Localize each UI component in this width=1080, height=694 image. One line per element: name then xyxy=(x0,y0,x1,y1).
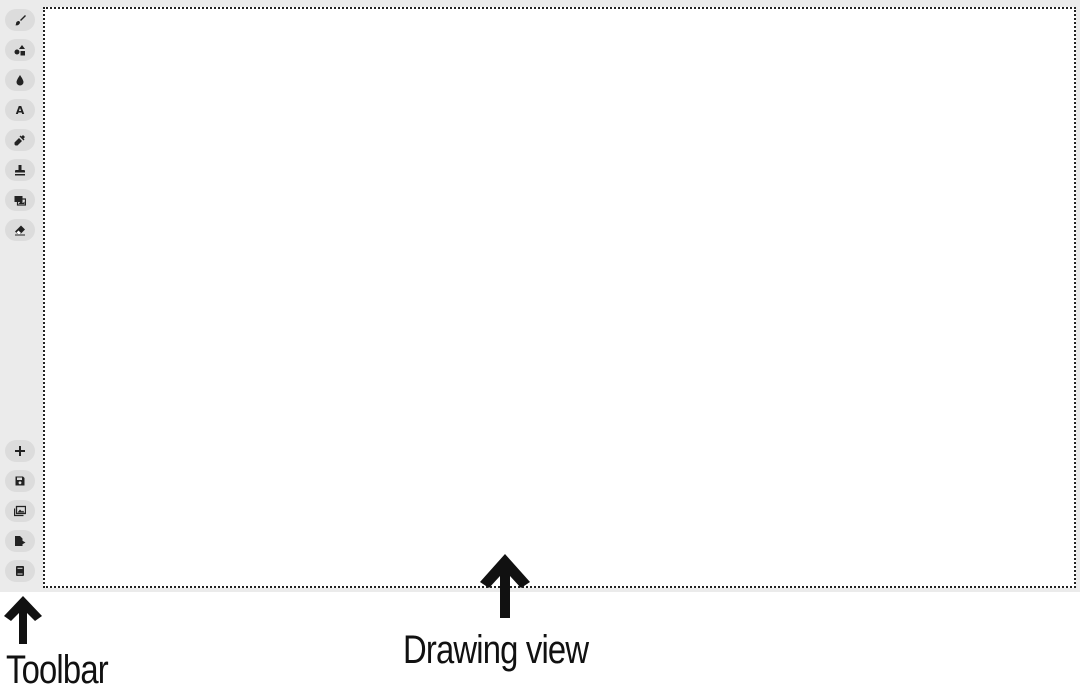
paint-app: A xyxy=(0,0,1080,592)
gallery-icon xyxy=(14,505,26,517)
drawing-view-annotation-label: Drawing view xyxy=(403,628,589,672)
export-icon xyxy=(15,536,26,546)
brush-tool-button[interactable] xyxy=(5,9,35,31)
fill-drop-icon xyxy=(16,75,24,86)
shapes-tool-button[interactable] xyxy=(5,39,35,61)
eyedropper-icon xyxy=(14,135,25,146)
eraser-icon xyxy=(15,225,25,236)
drawing-view-arrow-icon xyxy=(480,554,530,618)
eraser-tool-button[interactable] xyxy=(5,219,35,241)
plus-icon xyxy=(15,446,25,456)
drawing-canvas[interactable] xyxy=(43,7,1076,588)
brush-icon xyxy=(15,15,26,26)
toolbar: A xyxy=(0,0,40,592)
book-button[interactable] xyxy=(5,560,35,582)
text-icon: A xyxy=(15,103,25,117)
toolbar-annotation-label: Toolbar xyxy=(6,648,109,692)
save-icon xyxy=(15,476,25,486)
book-icon xyxy=(16,566,24,576)
stamp-tool-button[interactable] xyxy=(5,159,35,181)
eyedropper-tool-button[interactable] xyxy=(5,129,35,151)
image-select-icon xyxy=(14,196,26,206)
save-button[interactable] xyxy=(5,470,35,492)
toolbar-arrow-icon xyxy=(4,596,42,644)
export-button[interactable] xyxy=(5,530,35,552)
fill-tool-button[interactable] xyxy=(5,69,35,91)
image-select-tool-button[interactable] xyxy=(5,189,35,211)
new-canvas-button[interactable] xyxy=(5,440,35,462)
gallery-button[interactable] xyxy=(5,500,35,522)
stamp-icon xyxy=(15,165,25,176)
shapes-icon xyxy=(14,45,25,56)
text-tool-button[interactable]: A xyxy=(5,99,35,121)
